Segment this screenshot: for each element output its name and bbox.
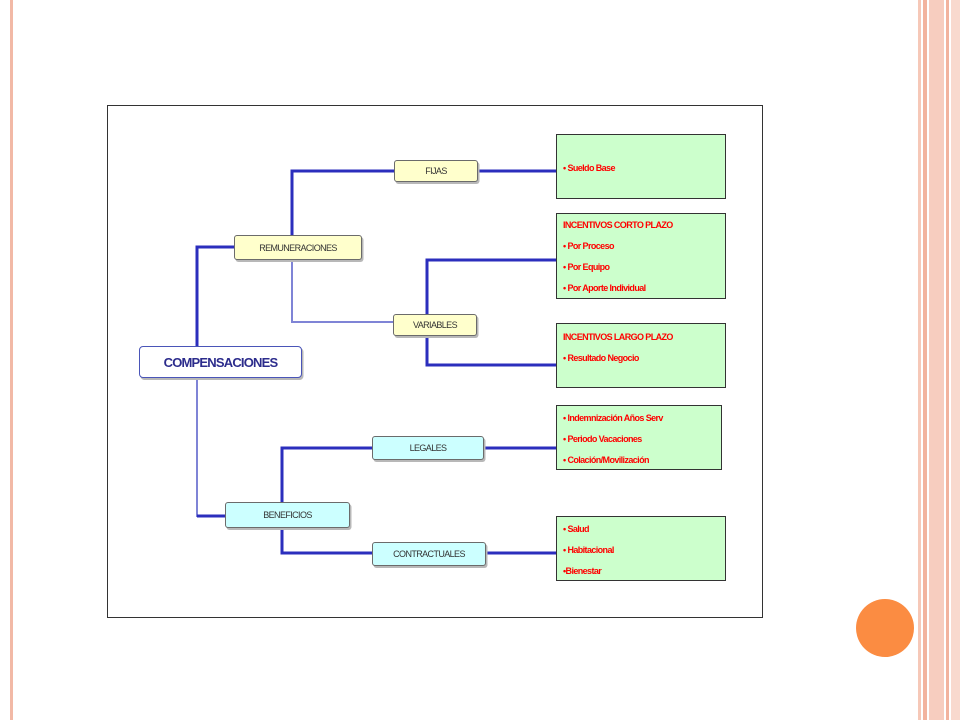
left-margin-rule [10, 0, 13, 720]
leaf-heading: INCENTIVOS CORTO PLAZO [563, 220, 673, 230]
node-fijas: FIJAS [394, 160, 478, 182]
connector-root-beneficios [196, 378, 225, 517]
right-stripe [951, 0, 960, 720]
leaf-item: •Bienestar [563, 566, 602, 576]
node-compensaciones: COMPENSACIONES [139, 346, 302, 378]
leaf-item: • Por Proceso [563, 241, 614, 251]
right-stripe [946, 0, 949, 720]
leaf-fijas: • Sueldo Base [556, 134, 726, 199]
node-legales: LEGALES [372, 436, 484, 460]
leaf-item: • Sueldo Base [563, 163, 615, 173]
leaf-item: • Resultado Negocio [563, 353, 639, 363]
node-contractuales: CONTRACTUALES [372, 542, 486, 566]
orange-circle-decoration [856, 599, 914, 657]
leaf-item: • Colación/Movilización [563, 455, 649, 465]
leaf-item: • Por Aporte Individual [563, 283, 646, 293]
right-stripe [929, 0, 944, 720]
connector-beneficios-legales [280, 446, 372, 502]
leaf-incentivos-corto-plazo: INCENTIVOS CORTO PLAZO • Por Proceso • P… [556, 213, 726, 299]
right-stripe [923, 0, 927, 720]
leaf-legales: • Indemnización Años Serv • Periodo Vaca… [556, 405, 722, 470]
leaf-incentivos-largo-plazo: INCENTIVOS LARGO PLAZO • Resultado Negoc… [556, 323, 726, 388]
leaf-item: • Indemnización Años Serv [563, 413, 663, 423]
right-stripe [918, 0, 921, 720]
leaf-item: • Por Equipo [563, 262, 610, 272]
connector-remuneraciones-fijas [290, 169, 394, 235]
connector-root-remuneraciones [195, 245, 234, 346]
connector-remuneraciones-variables [291, 260, 393, 323]
leaf-item: • Salud [563, 524, 590, 534]
leaf-contractuales: • Salud • Habitacional •Bienestar [556, 516, 726, 581]
connector-variables-largo [425, 336, 556, 367]
connector-beneficios-contractuales [280, 528, 372, 555]
leaf-item: • Habitacional [563, 545, 614, 555]
node-remuneraciones: REMUNERACIONES [234, 235, 362, 260]
leaf-heading: INCENTIVOS LARGO PLAZO [563, 332, 673, 342]
connector-variables-corto [425, 258, 556, 314]
node-variables: VARIABLES [393, 314, 477, 336]
node-beneficios: BENEFICIOS [225, 502, 350, 528]
leaf-item: • Periodo Vacaciones [563, 434, 642, 444]
